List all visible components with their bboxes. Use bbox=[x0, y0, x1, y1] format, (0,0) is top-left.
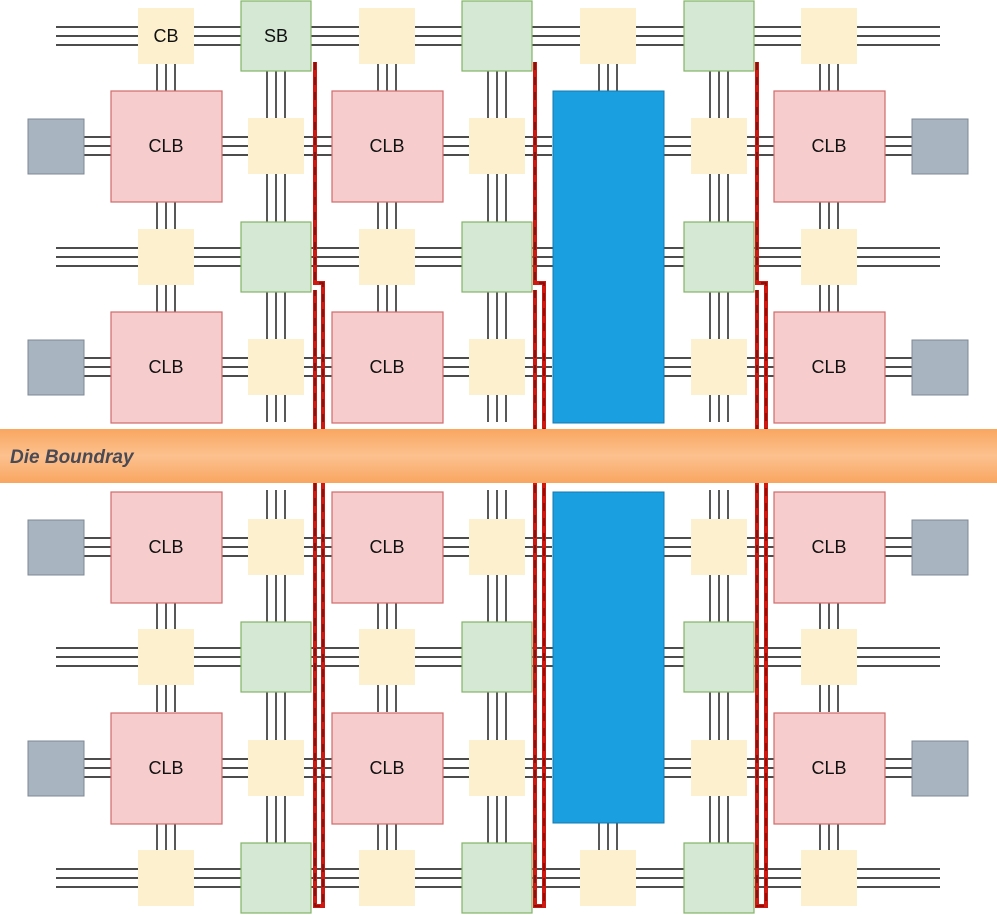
io-pad bbox=[27, 519, 85, 576]
clb-block bbox=[331, 311, 444, 424]
connection-box bbox=[580, 8, 636, 64]
clb-block bbox=[110, 491, 223, 604]
clb-label: CLB bbox=[369, 357, 404, 377]
connection-box bbox=[691, 519, 747, 575]
switch-box bbox=[240, 621, 312, 693]
connection-box bbox=[469, 519, 525, 575]
connection-box bbox=[801, 629, 857, 685]
clb-block bbox=[331, 90, 444, 203]
clb-block bbox=[773, 90, 886, 203]
clb-block bbox=[773, 491, 886, 604]
hard-block bbox=[552, 90, 665, 424]
clb-label: CLB bbox=[369, 758, 404, 778]
connection-box bbox=[248, 118, 304, 174]
clb-block bbox=[110, 90, 223, 203]
connection-box bbox=[469, 740, 525, 796]
switch-box bbox=[461, 621, 533, 693]
io-pad bbox=[911, 118, 969, 175]
io-pad bbox=[27, 339, 85, 396]
cross-die-paths bbox=[313, 62, 768, 908]
clb-label: CLB bbox=[148, 537, 183, 557]
connection-box bbox=[801, 229, 857, 285]
switch-box bbox=[240, 221, 312, 293]
clb-block bbox=[110, 311, 223, 424]
die-boundary-band bbox=[0, 429, 997, 483]
clb-label: CLB bbox=[811, 537, 846, 557]
connection-box-label: CB bbox=[153, 26, 178, 46]
cross-die-route bbox=[313, 62, 325, 908]
connection-box bbox=[801, 850, 857, 906]
connection-box bbox=[359, 850, 415, 906]
connection-box bbox=[248, 740, 304, 796]
switch-box bbox=[461, 842, 533, 914]
io-pad bbox=[911, 740, 969, 797]
connection-box bbox=[469, 118, 525, 174]
clb-label: CLB bbox=[148, 357, 183, 377]
connection-box bbox=[359, 229, 415, 285]
clb-label: CLB bbox=[811, 136, 846, 156]
switch-box bbox=[461, 221, 533, 293]
switch-box bbox=[683, 621, 755, 693]
io-pad bbox=[27, 118, 85, 175]
connection-box bbox=[469, 339, 525, 395]
cross-die-route bbox=[533, 62, 546, 908]
switch-box bbox=[240, 0, 312, 72]
io-pad bbox=[911, 339, 969, 396]
switch-box bbox=[683, 842, 755, 914]
clb-label: CLB bbox=[369, 537, 404, 557]
hard-block bbox=[552, 491, 665, 824]
connection-box bbox=[691, 118, 747, 174]
connection-box bbox=[138, 850, 194, 906]
switch-box bbox=[461, 0, 533, 72]
clb-label: CLB bbox=[369, 136, 404, 156]
clb-label: CLB bbox=[148, 758, 183, 778]
connection-box bbox=[801, 8, 857, 64]
cross-die-route bbox=[755, 62, 768, 908]
die-boundary-label: Die Boundray bbox=[10, 447, 135, 468]
switch-box-label: SB bbox=[264, 26, 288, 46]
clb-label: CLB bbox=[811, 357, 846, 377]
connection-box bbox=[691, 339, 747, 395]
switch-box bbox=[240, 842, 312, 914]
connection-box bbox=[138, 229, 194, 285]
connection-box bbox=[138, 629, 194, 685]
logic-blocks: CLB CLB CLB CLB CLB CLB CLB CLB CLB CLB CLB CLB CB SB bbox=[27, 0, 969, 914]
clb-block bbox=[331, 491, 444, 604]
switch-box bbox=[683, 221, 755, 293]
io-pad bbox=[27, 740, 85, 797]
io-pad bbox=[911, 519, 969, 576]
clb-block bbox=[773, 712, 886, 825]
connection-box bbox=[359, 8, 415, 64]
connection-box bbox=[691, 740, 747, 796]
connection-box bbox=[248, 519, 304, 575]
clb-block bbox=[331, 712, 444, 825]
clb-block bbox=[773, 311, 886, 424]
clb-block bbox=[110, 712, 223, 825]
connection-box bbox=[248, 339, 304, 395]
connection-box bbox=[359, 629, 415, 685]
clb-label: CLB bbox=[148, 136, 183, 156]
clb-label: CLB bbox=[811, 758, 846, 778]
connection-box bbox=[138, 8, 194, 64]
connection-box bbox=[580, 850, 636, 906]
switch-box bbox=[683, 0, 755, 72]
